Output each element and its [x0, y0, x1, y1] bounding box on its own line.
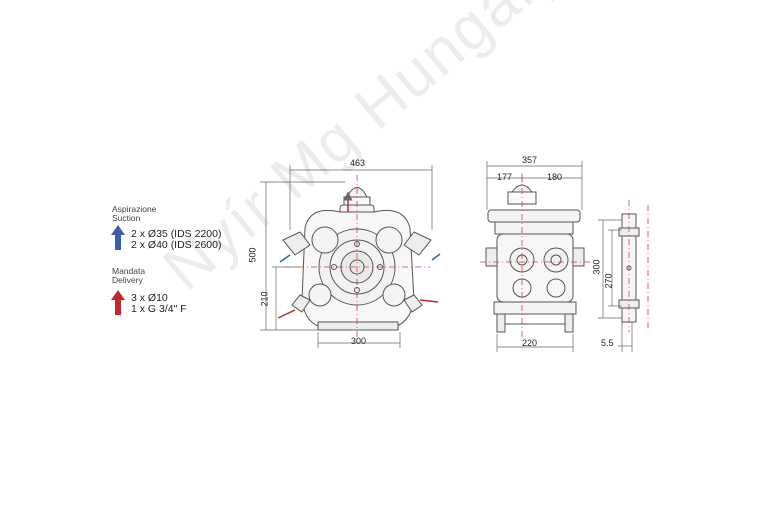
front-view-pump — [282, 187, 432, 331]
delivery-title-en: Delivery — [112, 275, 143, 285]
side-dimension-lines — [486, 161, 583, 352]
suction-arrow-icon — [111, 225, 125, 250]
dim-side-total-depth: 357 — [522, 155, 538, 165]
mount-center-lines — [628, 200, 649, 332]
suction-title-it: Aspirazione — [112, 204, 157, 214]
dim-mount-spacing-inner: 270 — [603, 273, 614, 289]
dim-front-axis-height: 210 — [259, 291, 270, 307]
suction-spec-1: 2 x Ø35 (IDS 2200) — [131, 228, 222, 240]
dim-side-base-width: 220 — [522, 338, 538, 348]
delivery-arrow-icon — [111, 290, 125, 315]
delivery-spec-1: 3 x Ø10 — [131, 292, 168, 304]
dim-mount-thickness: 5.5 — [601, 338, 614, 348]
delivery-title-it: Mandata — [112, 266, 146, 276]
dim-side-rear-depth: 180 — [547, 172, 563, 182]
dim-front-width: 463 — [350, 158, 366, 168]
front-center-lines — [285, 175, 430, 340]
front-flow-arrows — [277, 191, 441, 319]
dim-side-front-depth: 177 — [497, 172, 513, 182]
dim-front-base-width: 300 — [351, 336, 367, 346]
front-dimension-lines — [260, 165, 433, 348]
side-view-pump — [485, 184, 585, 333]
suction-spec-2: 2 x Ø40 (IDS 2600) — [131, 239, 222, 251]
dim-mount-spacing-outer: 300 — [591, 259, 602, 275]
mount-dimension-lines — [598, 219, 633, 352]
suction-title-en: Suction — [112, 213, 141, 223]
side-center-lines — [480, 175, 590, 340]
delivery-spec-2: 1 x G 3/4" F — [131, 303, 187, 315]
